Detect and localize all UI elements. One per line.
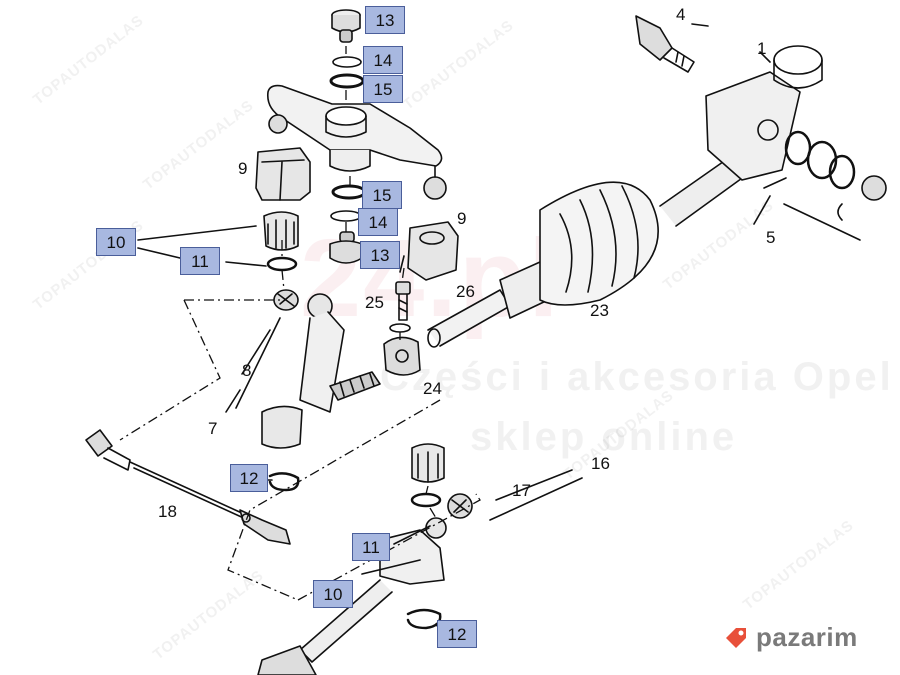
badge-13-mid: 13 — [360, 241, 400, 269]
linkage-rod-part — [85, 429, 291, 545]
callout-7: 7 — [208, 419, 218, 438]
bolt-part — [389, 281, 411, 333]
callout-4: 4 — [676, 5, 686, 24]
washer-part — [332, 56, 362, 68]
bushing-cap-part — [329, 231, 363, 264]
badge-11-left: 11 — [180, 247, 220, 275]
ring-part — [331, 184, 367, 200]
badge-15-mid: 15 — [362, 181, 402, 209]
price-tag-icon — [726, 627, 746, 648]
ring-part — [329, 73, 365, 89]
brand-logo: pazarim — [722, 622, 858, 653]
badge-11-lower: 11 — [352, 533, 390, 561]
brand-name: pazarim — [756, 622, 858, 652]
shift-rod-and-boot — [427, 45, 823, 348]
callout-23: 23 — [590, 301, 609, 320]
snap-ring-part — [406, 608, 442, 630]
washer-part — [330, 210, 362, 222]
badge-14-mid: 14 — [358, 208, 398, 236]
lower-selector-lever — [257, 517, 447, 675]
callout-26: 26 — [456, 282, 475, 301]
callout-18: 18 — [158, 502, 177, 521]
ring-part — [266, 256, 298, 272]
bushing-part — [263, 211, 299, 251]
ring-part — [410, 492, 442, 508]
bushing-part — [411, 443, 445, 483]
needle-bearing-part — [447, 493, 473, 519]
bushing-cap-part — [331, 9, 361, 43]
badge-12-lower: 12 — [437, 620, 477, 648]
badge-13-top: 13 — [365, 6, 405, 34]
clamp-part — [383, 336, 421, 376]
rubber-block-part — [399, 221, 459, 281]
sensor-part — [635, 15, 695, 73]
badge-10-lower: 10 — [313, 580, 353, 608]
seal-rings-part — [763, 130, 887, 241]
callout-9-left: 9 — [238, 159, 248, 178]
callout-8: 8 — [242, 361, 252, 380]
callout-9-right: 9 — [457, 209, 467, 228]
callout-1: 1 — [757, 39, 767, 58]
badge-10-left: 10 — [96, 228, 136, 256]
gear-lever-arm — [261, 293, 381, 449]
snap-ring-part — [268, 472, 300, 492]
callout-17: 17 — [512, 481, 531, 500]
badge-14-top: 14 — [363, 46, 403, 74]
callout-5: 5 — [766, 228, 776, 247]
callout-24: 24 — [423, 379, 442, 398]
rubber-block-part — [255, 147, 311, 201]
selector-lever-plate — [266, 84, 447, 200]
badge-15-top: 15 — [363, 75, 403, 103]
callout-25: 25 — [365, 293, 384, 312]
badge-12-left: 12 — [230, 464, 268, 492]
callout-16: 16 — [591, 454, 610, 473]
